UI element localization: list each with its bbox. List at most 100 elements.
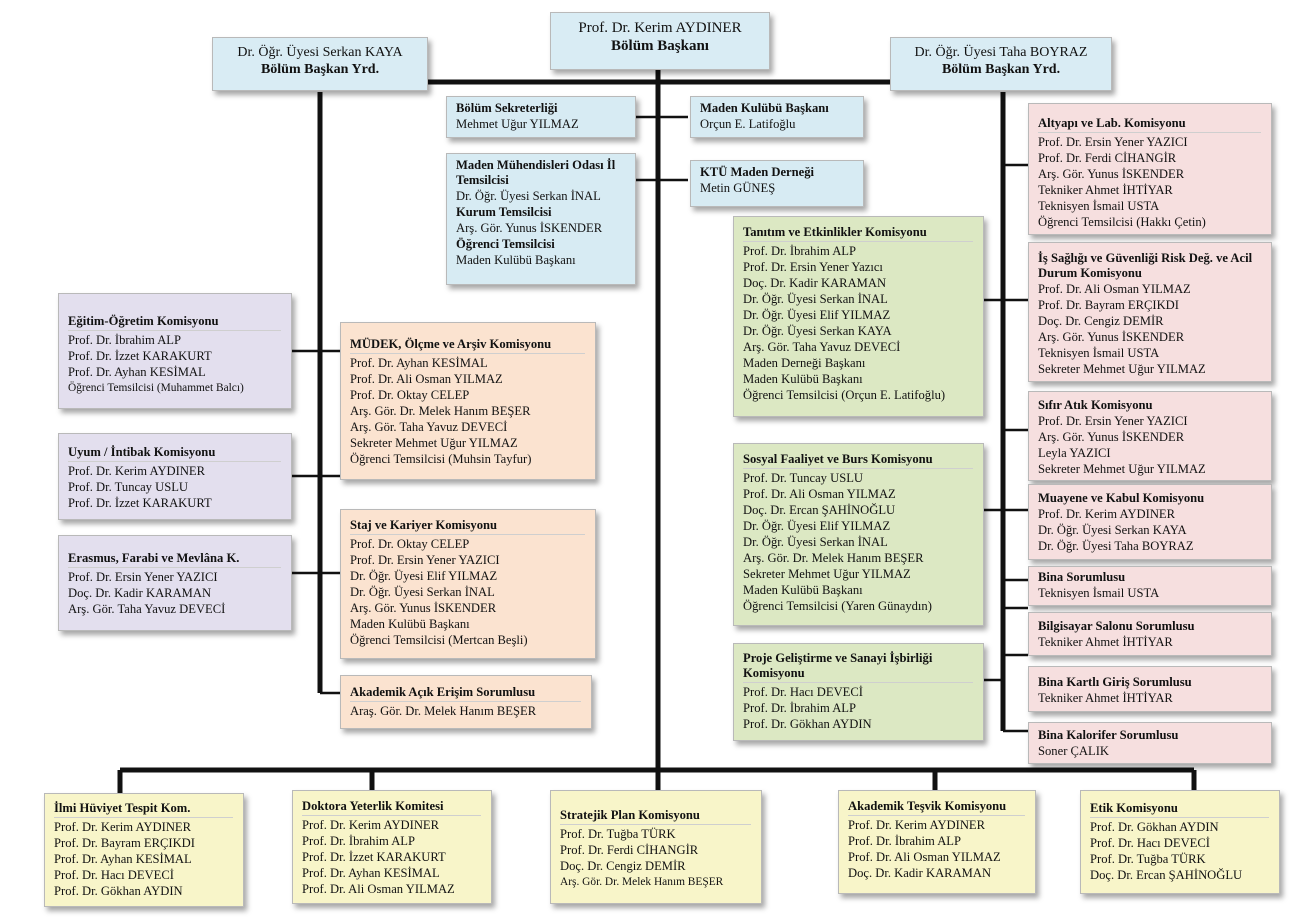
- committee-member: Prof. Dr. İbrahim ALP: [848, 834, 961, 848]
- committee-member: Arş. Gör. Yunus İSKENDER: [1038, 330, 1185, 344]
- committee-member: Öğrenci Temsilcisi (Yaren Günaydın): [743, 599, 932, 613]
- committee-member: Prof. Dr. Oktay CELEP: [350, 537, 470, 551]
- department-head-box: Prof. Dr. Kerim AYDINER Bölüm Başkanı: [550, 12, 770, 70]
- committee-member: Doç. Dr. Cengiz DEMİR: [560, 859, 686, 873]
- committee-member: Prof. Dr. İbrahim ALP: [68, 333, 181, 347]
- isg-committee-title: İş Sağlığı ve Güvenliği Risk Değ. ve Aci…: [1038, 251, 1253, 280]
- deputy-right-box: Dr. Öğr. Üyesi Taha BOYRAZ Bölüm Başkan …: [890, 37, 1112, 91]
- committee-member: Arş. Gör. Taha Yavuz DEVECİ: [350, 420, 508, 434]
- uyum-committee-box: Uyum / İntibak Komisyonu Prof. Dr. Kerim…: [58, 433, 292, 520]
- mining-club-title: Maden Kulübü Başkanı: [700, 101, 829, 115]
- committee-member: Maden Kulübü Başkanı: [350, 617, 470, 631]
- committee-member: Arş. Gör. Dr. Melek Hanım BEŞER: [560, 876, 724, 888]
- committee-member: Prof. Dr. Ayhan KESİMAL: [302, 866, 440, 880]
- committee-member: Doç. Dr. Ercan ŞAHİNOĞLU: [1090, 868, 1243, 882]
- committee-member: Tekniker Ahmet İHTİYAR: [1038, 183, 1173, 197]
- committee-member: Doç. Dr. Kadir KARAMAN: [848, 866, 992, 880]
- isg-committee-box: İş Sağlığı ve Güvenliği Risk Değ. ve Aci…: [1028, 242, 1272, 382]
- muayene-committee-box: Muayene ve Kabul Komisyonu Prof. Dr. Ker…: [1028, 484, 1272, 560]
- committee-member: Dr. Öğr. Üyesi Serkan KAYA: [743, 324, 892, 338]
- committee-member: Prof. Dr. Ersin Yener YAZICI: [68, 570, 218, 584]
- altyapi-committee-box: Altyapı ve Lab. Komisyonu Prof. Dr. Ersi…: [1028, 103, 1272, 235]
- committee-member: Sekreter Mehmet Uğur YILMAZ: [1038, 362, 1206, 376]
- building-manager-box: Bina Sorumlusu Teknisyen İsmail USTA: [1028, 566, 1272, 606]
- committee-member: Prof. Dr. Ferdi CİHANGİR: [1038, 151, 1177, 165]
- committee-member: Prof. Dr. Ali Osman YILMAZ: [1038, 282, 1191, 296]
- heating-manager-title: Bina Kalorifer Sorumlusu: [1038, 728, 1179, 742]
- committee-member: Soner ÇALIK: [1038, 744, 1110, 758]
- computer-lab-manager-box: Bilgisayar Salonu Sorumlusu Tekniker Ahm…: [1028, 612, 1272, 656]
- committee-member: Dr. Öğr. Üyesi Serkan İNAL: [743, 292, 888, 306]
- committee-member: Arş. Gör. Yunus İSKENDER: [1038, 167, 1185, 181]
- heating-manager-box: Bina Kalorifer Sorumlusu Soner ÇALIK: [1028, 722, 1272, 764]
- open-access-box: Akademik Açık Erişim Sorumlusu Araş. Gör…: [340, 675, 592, 729]
- mining-club-member: Orçun E. Latifoğlu: [700, 117, 796, 131]
- committee-member: Doç. Dr. Kadir KARAMAN: [743, 276, 887, 290]
- committee-member: Arş. Gör. Taha Yavuz DEVECİ: [743, 340, 901, 354]
- committee-member: Öğrenci Temsilcisi (Muhammet Balcı): [68, 382, 244, 394]
- chamber-line: Dr. Öğr. Üyesi Serkan İNAL: [456, 189, 601, 203]
- tesvik-committee-title: Akademik Teşvik Komisyonu: [848, 799, 1025, 816]
- altyapi-committee-title: Altyapı ve Lab. Komisyonu: [1038, 116, 1261, 133]
- mining-association-title: KTÜ Maden Derneği: [700, 165, 815, 179]
- egitim-committee-box: Eğitim-Öğretim Komisyonu Prof. Dr. İbrah…: [58, 293, 292, 409]
- sosyal-committee-box: Sosyal Faaliyet ve Burs Komisyonu Prof. …: [733, 443, 984, 626]
- committee-member: Doç. Dr. Kadir KARAMAN: [68, 586, 212, 600]
- committee-member: Leyla YAZICI: [1038, 446, 1111, 460]
- stratejik-committee-title: Stratejik Plan Komisyonu: [560, 808, 751, 825]
- committee-member: Arş. Gör. Dr. Melek Hanım BEŞER: [350, 404, 531, 418]
- mudek-committee-box: MÜDEK, Ölçme ve Arşiv Komisyonu Prof. Dr…: [340, 322, 596, 480]
- proje-committee-title: Proje Geliştirme ve Sanayi İşbirliği Kom…: [743, 651, 973, 683]
- committee-member: Dr. Öğr. Üyesi Taha BOYRAZ: [1038, 539, 1194, 553]
- committee-member: Prof. Dr. Gökhan AYDIN: [1090, 820, 1219, 834]
- committee-member: Araş. Gör. Dr. Melek Hanım BEŞER: [350, 704, 537, 718]
- committee-member: Maden Kulübü Başkanı: [743, 583, 863, 597]
- secretariat-member: Mehmet Uğur YILMAZ: [456, 117, 579, 131]
- committee-member: Prof. Dr. İbrahim ALP: [743, 244, 856, 258]
- committee-member: Prof. Dr. Ersin Yener YAZICI: [1038, 135, 1188, 149]
- uyum-committee-title: Uyum / İntibak Komisyonu: [68, 445, 281, 462]
- mining-club-box: Maden Kulübü Başkanı Orçun E. Latifoğlu: [690, 96, 864, 138]
- committee-member: Prof. Dr. Kerim AYDINER: [68, 464, 206, 478]
- committee-member: Prof. Dr. İzzet KARAKURT: [68, 349, 212, 363]
- tesvik-committee-box: Akademik Teşvik Komisyonu Prof. Dr. Keri…: [838, 790, 1036, 894]
- chamber-title: Maden Mühendisleri Odası İl Temsilcisi: [456, 158, 616, 187]
- committee-member: Prof. Dr. İzzet KARAKURT: [68, 496, 212, 510]
- sifir-atik-committee-box: Sıfır Atık Komisyonu Prof. Dr. Ersin Yen…: [1028, 391, 1272, 481]
- committee-member: Prof. Dr. İbrahim ALP: [302, 834, 415, 848]
- chamber-subtitle: Kurum Temsilcisi: [456, 205, 552, 219]
- committee-member: Dr. Öğr. Üyesi Serkan İNAL: [350, 585, 495, 599]
- staj-committee-title: Staj ve Kariyer Komisyonu: [350, 518, 585, 535]
- card-entry-manager-box: Bina Kartlı Giriş Sorumlusu Tekniker Ahm…: [1028, 666, 1272, 712]
- deputy-left-role: Bölüm Başkan Yrd.: [260, 62, 380, 77]
- committee-member: Prof. Dr. Bayram ERÇIKDI: [54, 836, 195, 850]
- committee-member: Prof. Dr. Ferdi CİHANGİR: [560, 843, 699, 857]
- committee-member: Prof. Dr. Tuğba TÜRK: [1090, 852, 1206, 866]
- committee-member: Prof. Dr. Ersin Yener Yazıcı: [743, 260, 883, 274]
- secretariat-box: Bölüm Sekreterliği Mehmet Uğur YILMAZ: [446, 96, 636, 138]
- chamber-line: Arş. Gör. Yunus İSKENDER: [456, 221, 603, 235]
- deputy-right-name: Dr. Öğr. Üyesi Taha BOYRAZ: [914, 45, 1088, 60]
- committee-member: Sekreter Mehmet Uğur YILMAZ: [350, 436, 518, 450]
- committee-member: Doç. Dr. Ercan ŞAHİNOĞLU: [743, 503, 896, 517]
- sosyal-committee-title: Sosyal Faaliyet ve Burs Komisyonu: [743, 452, 973, 469]
- committee-member: Dr. Öğr. Üyesi Elif YILMAZ: [743, 308, 891, 322]
- erasmus-committee-title: Erasmus, Farabi ve Mevlâna K.: [68, 551, 281, 568]
- committee-member: Prof. Dr. Bayram ERÇIKDI: [1038, 298, 1179, 312]
- egitim-committee-title: Eğitim-Öğretim Komisyonu: [68, 314, 281, 331]
- open-access-title: Akademik Açık Erişim Sorumlusu: [350, 685, 581, 702]
- committee-member: Öğrenci Temsilcisi (Orçun E. Latifoğlu): [743, 388, 946, 402]
- committee-member: Prof. Dr. Ali Osman YILMAZ: [848, 850, 1001, 864]
- committee-member: Prof. Dr. Ali Osman YILMAZ: [743, 487, 896, 501]
- committee-member: Maden Derneği Başkanı: [743, 356, 866, 370]
- committee-member: Arş. Gör. Taha Yavuz DEVECİ: [68, 602, 226, 616]
- committee-member: Prof. Dr. Tuğba TÜRK: [560, 827, 676, 841]
- committee-member: Prof. Dr. Hacı DEVECİ: [54, 868, 174, 882]
- committee-member: Teknisyen İsmail USTA: [1038, 586, 1160, 600]
- committee-member: Prof. Dr. Hacı DEVECİ: [743, 685, 863, 699]
- ilmi-committee-title: İlmi Hüviyet Tespit Kom.: [54, 801, 233, 818]
- committee-member: Dr. Öğr. Üyesi Elif YILMAZ: [743, 519, 891, 533]
- committee-member: Teknisyen İsmail USTA: [1038, 199, 1160, 213]
- mining-association-box: KTÜ Maden Derneği Metin GÜNEŞ: [690, 160, 864, 207]
- muayene-committee-title: Muayene ve Kabul Komisyonu: [1038, 491, 1205, 505]
